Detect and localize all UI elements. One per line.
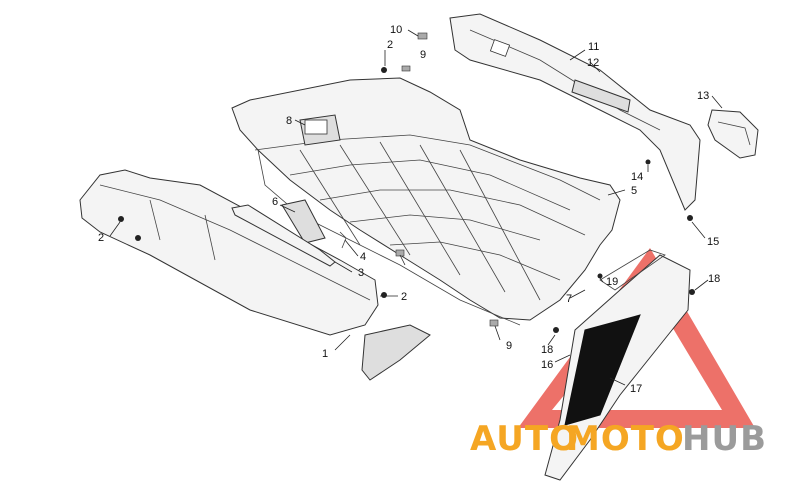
- callout-5: 5: [631, 185, 637, 197]
- decal-panel: [564, 314, 641, 426]
- watermark-moto: MOTO: [566, 419, 685, 459]
- callout-4: 4: [360, 251, 366, 263]
- callout-2-left: 2: [98, 232, 104, 244]
- callout-7: 7: [566, 293, 572, 305]
- callout-1: 1: [322, 348, 328, 360]
- callout-13: 13: [697, 90, 709, 102]
- callout-18-left: 18: [541, 344, 553, 356]
- leader-lines: [109, 29, 723, 386]
- rear-cap: [707, 109, 759, 159]
- callout-9-bottom: 9: [506, 340, 512, 352]
- callout-12: 12: [587, 57, 599, 69]
- callout-19: 19: [606, 276, 618, 288]
- watermark-hub: HUB: [682, 419, 767, 459]
- callout-6: 6: [272, 196, 278, 208]
- callout-18-right: 18: [708, 273, 720, 285]
- callout-15: 15: [707, 236, 719, 248]
- watermark-text: AUTO MOTO HUB: [470, 419, 767, 459]
- left-side-rail: [79, 169, 431, 381]
- callout-17: 17: [630, 383, 642, 395]
- fasteners: [118, 32, 695, 333]
- callout-11: 11: [588, 41, 599, 53]
- callout-9-top: 9: [420, 49, 426, 61]
- callout-labels: 1 2 2 2 3 4 5 6 7 8 9 9 10 11 12 13 14 1…: [98, 24, 720, 395]
- callout-14: 14: [631, 171, 643, 183]
- callout-2-top: 2: [387, 39, 393, 51]
- right-rear-rail: [449, 13, 701, 211]
- callout-3: 3: [358, 267, 364, 279]
- callout-16: 16: [541, 359, 553, 371]
- cargo-bed: [231, 77, 621, 326]
- callout-2-center: 2: [401, 291, 407, 303]
- right-front-cover: [544, 249, 691, 481]
- callout-10: 10: [390, 24, 402, 36]
- callout-8: 8: [286, 115, 292, 127]
- watermark-auto: AUTO: [470, 419, 579, 459]
